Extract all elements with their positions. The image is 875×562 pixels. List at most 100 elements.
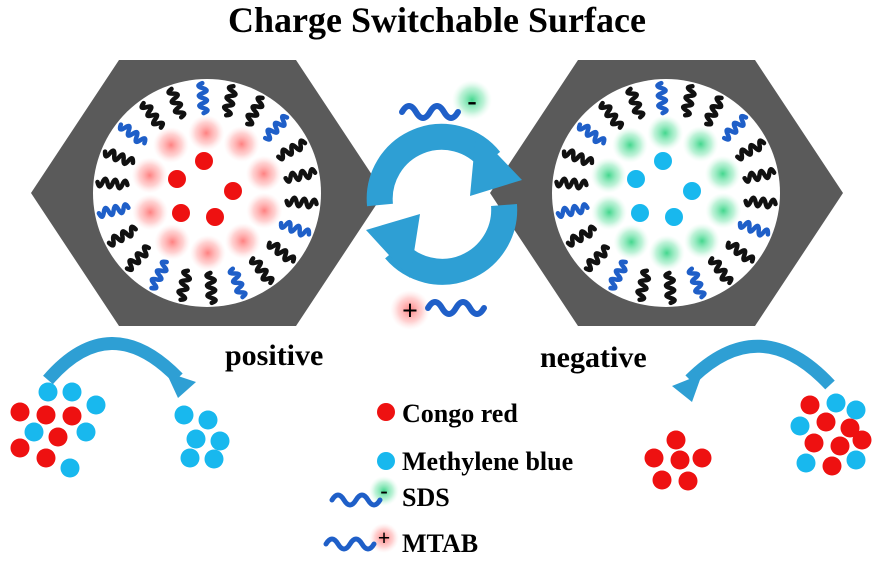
surfactant-chain [102,148,136,167]
mtab-surfactant-bottom: + [390,290,487,330]
sds-chain [721,113,749,142]
dye-molecule [172,204,190,222]
methylene-blue-molecule [790,416,810,436]
surfactant-chain [124,244,152,273]
legend-methylene-blue-label: Methylene blue [402,447,573,476]
mixed-dye-cluster-right [790,393,872,476]
surfactant-chain [204,270,218,306]
adsorbed-congo-red [131,115,283,271]
surfactant-chain [95,176,130,191]
methylene-blue-molecule [846,450,866,470]
legend-sds-label: SDS [402,483,450,512]
surfactant-chain [284,195,319,210]
hexagon-positive [31,60,384,326]
surfactant-chains-negative [554,80,778,306]
charge-glow [705,192,742,229]
charge-glow [684,223,720,259]
methylene-blue-molecule [62,382,82,402]
methylene-blue-molecule [24,422,44,442]
surfactant-chain [742,166,777,184]
charge-glow [648,235,685,271]
curved-arrow-icon [43,337,196,398]
legend-sds-icon: - [329,476,399,508]
methylene-blue-molecule [846,400,866,420]
congo-red-molecule [840,418,860,438]
charge-glow [189,235,226,271]
congo-red-molecule [670,450,690,470]
sds-surfactant-top: - [399,80,492,121]
dye-molecule [683,182,701,200]
svg-text:+: + [378,525,391,550]
surfactant-chain [283,166,318,184]
congo-red-molecule [644,448,664,468]
congo-red-cluster [644,430,712,491]
charge-glow [682,126,719,162]
congo-red-molecule [48,427,68,447]
methylene-blue-molecule [60,458,80,478]
surfactant-chain [266,240,297,264]
curved-arrow-icon [672,339,835,402]
surfactant-chain [276,138,308,162]
charge-glow [154,224,191,260]
charge-glow [131,157,168,194]
methylene-blue-molecule [826,393,846,413]
charge-glow [612,127,648,163]
legend: Congo red Methylene blue - SDS + MTAB [323,399,573,558]
charge-glow [188,115,225,151]
congo-red-molecule [36,405,56,425]
methylene-blue-molecule [86,395,106,415]
congo-red-molecule [804,433,824,453]
surfactant-chain [583,244,611,273]
dye-molecule [168,170,186,188]
congo-red-molecule [10,402,30,422]
methylene-blue-molecule [204,449,224,469]
legend-mtab-label: MTAB [402,529,478,558]
congo-red-molecule [816,412,836,432]
pore-negative [552,79,780,307]
methylene-blue-molecule [38,382,58,402]
surfactant-chain [663,270,677,306]
congo-red-molecule [652,470,672,490]
sds-chain [608,259,628,291]
congo-red-molecule [822,456,842,476]
dye-molecule [195,152,213,170]
hexagon-negative [490,60,843,326]
dye-molecule [224,182,242,200]
dye-molecule [631,204,649,222]
surfactant-chain [554,176,589,191]
congo-red-molecule [36,448,56,468]
sds-chain [262,113,290,142]
sds-chain [117,122,148,146]
legend-methylene-blue-dot [377,452,395,470]
methylene-blue-molecule [198,410,218,430]
surfactant-chain [245,95,265,127]
dye-molecule [206,208,224,226]
charge-glow [590,157,627,194]
charge-glow [704,155,741,192]
methylene-blue-molecule [180,448,200,468]
surfactant-chain [707,256,734,286]
charge-glow [223,126,260,162]
surfactant-chain [166,86,187,120]
sds-chain [149,259,169,291]
congo-red-molecule [692,448,712,468]
methylene-blue-cluster [174,405,230,469]
congo-red-molecule [666,430,686,450]
congo-red-molecule [830,436,850,456]
sds-chain [555,202,590,220]
surfactant-chains-positive [95,80,319,306]
congo-red-molecule [678,471,698,491]
sds-chain [737,219,771,238]
label-negative: negative [540,341,647,374]
congo-red-molecule [800,395,820,415]
charge-plus: + [402,296,418,327]
label-positive: positive [225,339,323,372]
charge-glow [613,224,650,260]
surfactant-chain [139,100,166,130]
legend-mtab-icon: + [323,523,399,553]
surfactant-chain [565,224,597,248]
pore-positive [93,79,321,307]
sds-chain [576,122,607,146]
charge-glow [132,194,169,231]
charge-glow [647,115,684,151]
